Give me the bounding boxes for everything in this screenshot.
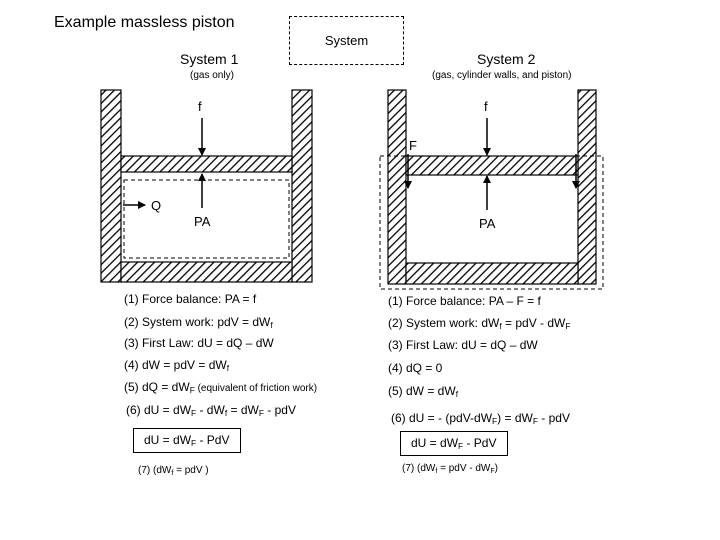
system2-result-box: dU = dWF - PdV xyxy=(400,431,508,456)
system1-f-label: f xyxy=(198,99,202,114)
system2-eq-5: (5) dW = dWf xyxy=(388,384,459,399)
system1-title: System 1 xyxy=(180,51,239,67)
system-legend-box: System xyxy=(289,16,404,65)
system2-eq-4: (4) dQ = 0 xyxy=(388,361,443,375)
system2-eq-3: (3) First Law: dU = dQ – dW xyxy=(388,338,538,352)
system1-cylinder: f Q PA xyxy=(100,89,313,283)
system2-friction-label: F xyxy=(409,138,417,153)
system2-boundary xyxy=(379,155,604,290)
system1-eq-1: (1) Force balance: PA = f xyxy=(124,292,257,306)
system2-piston xyxy=(405,155,579,176)
system1-subtitle: (gas only) xyxy=(190,70,234,81)
page-title: Example massless piston xyxy=(54,14,235,31)
system1-eq-7: (7) (dWf = pdV ) xyxy=(138,465,209,477)
system2-eq-2: (2) System work: dWf = pdV - dWF xyxy=(388,316,571,331)
system1-result-box: dU = dWF - PdV xyxy=(133,428,241,453)
system2-right-wall xyxy=(577,89,597,285)
system2-eq-6: (6) dU = - (pdV-dWF) = dWF - pdV xyxy=(391,411,570,426)
system-legend-label: System xyxy=(324,33,369,48)
system2-eq-1: (1) Force balance: PA – F = f xyxy=(388,294,541,308)
system1-right-wall xyxy=(291,89,313,283)
system2-pa-label: PA xyxy=(479,216,496,231)
system1-eq-4: (4) dW = pdV = dWf xyxy=(124,358,230,373)
system2-bottom-wall xyxy=(405,262,579,285)
system1-piston xyxy=(120,155,293,173)
system1-eq-5: (5) dQ = dWF (equivalent of friction wor… xyxy=(124,380,318,395)
system2-title: System 2 xyxy=(477,51,536,67)
system1-q-label: Q xyxy=(151,198,161,213)
system1-left-wall xyxy=(100,89,122,283)
system2-f-label: f xyxy=(484,99,488,114)
system2-left-wall xyxy=(387,89,407,285)
system1-pa-label: PA xyxy=(194,214,211,229)
system1-boundary xyxy=(123,179,290,259)
system2-subtitle: (gas, cylinder walls, and piston) xyxy=(432,70,572,81)
system1-eq-6: (6) dU = dWF - dWf = dWF - pdV xyxy=(126,403,296,418)
system2-eq-7: (7) (dWf = pdV - dWF) xyxy=(402,463,498,475)
system2-cylinder: f F PA xyxy=(379,89,604,290)
system1-bottom-wall xyxy=(120,261,293,283)
system1-eq-2: (2) System work: pdV = dWf xyxy=(124,315,273,330)
system1-eq-3: (3) First Law: dU = dQ – dW xyxy=(124,336,274,350)
